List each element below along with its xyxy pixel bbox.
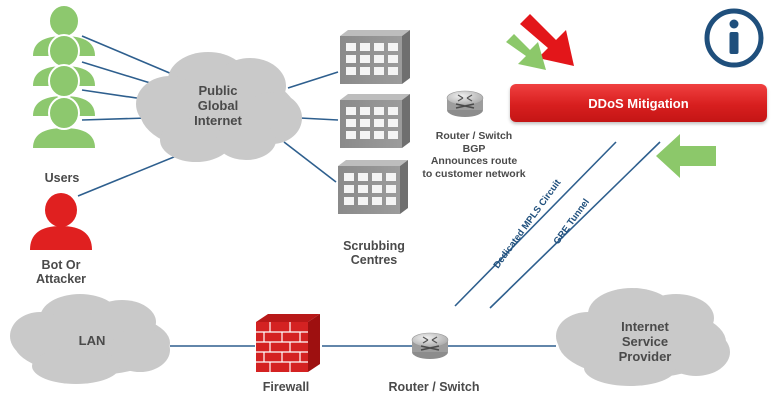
cloud-lan [10, 294, 170, 384]
cloud-internet [136, 52, 302, 162]
internet-cloud-label: Public Global Internet [194, 83, 242, 128]
cloud-isp [556, 288, 730, 386]
link-scrubbing-1 [287, 71, 339, 89]
clean-traffic-arrow [506, 34, 546, 70]
building-icon [340, 94, 410, 148]
attack-traffic-arrow [520, 14, 574, 66]
link-user-1 [81, 35, 173, 75]
connection-lines [77, 35, 661, 347]
gre-tunnel-line [489, 141, 661, 309]
return-traffic-arrow [656, 134, 716, 178]
info-icon[interactable] [704, 8, 764, 68]
scrubbing-centres-label: Scrubbing Centres [343, 239, 405, 268]
firewall-label: Firewall [262, 380, 310, 394]
link-scrubbing-3 [283, 141, 337, 183]
lan-cloud-label: LAN [78, 333, 106, 348]
router-bgp-label: Router / Switch BGP Announces route to c… [422, 130, 526, 180]
ddos-mitigation-label: DDoS Mitigation [588, 95, 689, 111]
router-icon [411, 332, 449, 360]
users-group [32, 4, 96, 149]
isp-cloud-label: Internet Service Provider [618, 319, 672, 364]
router-switch-label: Router / Switch [388, 380, 480, 394]
link-user-2 [81, 61, 161, 87]
link-user-4 [81, 117, 149, 121]
attacker-label: Bot Or Attacker [35, 258, 87, 287]
firewall-icon [256, 314, 320, 372]
users-label: Users [44, 171, 80, 185]
building-icon [340, 30, 410, 84]
mpls-circuit-line [454, 141, 617, 307]
router-icon [446, 90, 484, 118]
link-scrubbing-2 [299, 117, 339, 121]
ddos-mitigation-banner[interactable]: DDoS Mitigation [510, 84, 767, 122]
attacker-icon [30, 193, 92, 250]
building-icon [338, 160, 408, 214]
